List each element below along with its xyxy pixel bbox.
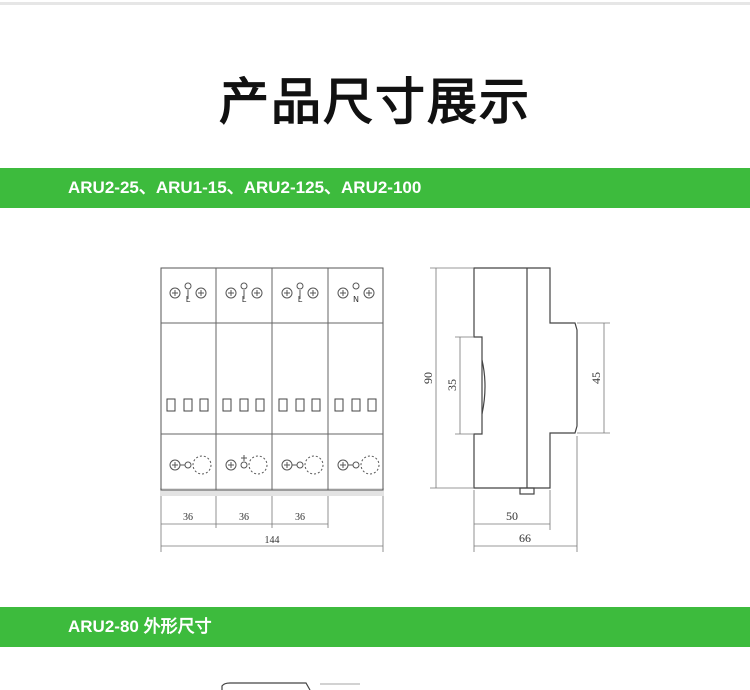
next-drawing-partial: [221, 682, 360, 690]
side-view: [473, 267, 578, 495]
dim-module-2: 36: [239, 512, 249, 523]
dim-module-3: 36: [295, 512, 305, 523]
top-divider: [0, 2, 750, 5]
terminal-label-2: L: [242, 295, 247, 304]
top-terminal-4: [337, 282, 375, 299]
side-dimensions: [430, 267, 610, 552]
dim-depth-small: 50: [506, 509, 518, 523]
bottom-terminals: [169, 455, 380, 475]
page-title: 产品尺寸展示: [219, 73, 531, 131]
terminal-label-1: L: [186, 295, 191, 304]
dim-total-width: 144: [265, 535, 280, 546]
terminal-label-3: L: [298, 295, 303, 304]
dim-module-1: 36: [183, 512, 193, 523]
section-header-1: ARU2-25、ARU1-15、ARU2-125、ARU2-100: [0, 168, 750, 208]
dim-rail: 35: [445, 379, 459, 391]
indicator-windows: [166, 398, 377, 412]
terminal-label-4: N: [353, 295, 359, 304]
front-view: [160, 267, 384, 496]
top-terminal-2: [225, 282, 263, 299]
section-header-2: ARU2-80 外形尺寸: [0, 607, 750, 647]
top-terminal-1: [169, 282, 207, 299]
dim-front: 45: [589, 372, 603, 384]
dim-height: 90: [421, 372, 435, 384]
dim-depth-total: 66: [519, 531, 531, 545]
top-terminal-3: [281, 282, 319, 299]
front-dimensions: [160, 496, 384, 552]
